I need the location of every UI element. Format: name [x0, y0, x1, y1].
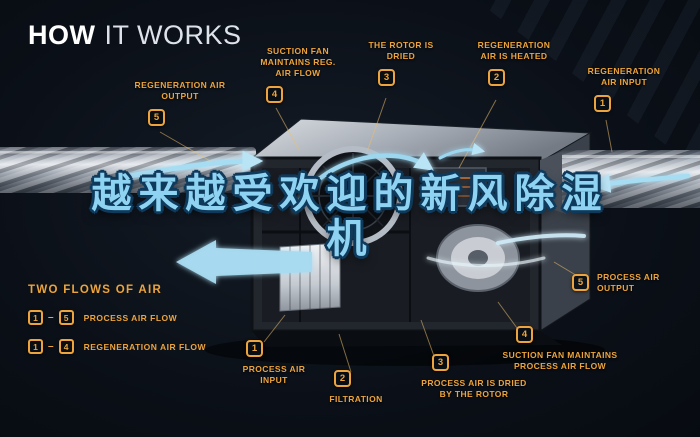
callout-label: PROCESS AIR OUTPUT — [597, 272, 660, 294]
overlay-line2: 机 — [326, 216, 374, 261]
callout-label: REGENERATION AIR INPUT — [587, 66, 661, 88]
callout-label: THE ROTOR IS DRIED — [368, 40, 434, 62]
callout-rotor-dried: THE ROTOR IS DRIED 3 — [364, 40, 438, 87]
step-badge-2: 2 — [334, 370, 351, 387]
step-badge-3: 3 — [378, 69, 395, 87]
heater-box — [429, 167, 487, 207]
legend-badge-to: 5 — [58, 310, 74, 325]
step-badge-1: 1 — [594, 95, 611, 113]
callout-label: SUCTION FAN MAINTAINS PROCESS AIR FLOW — [502, 350, 618, 372]
callout-process-air-input: 1 PROCESS AIR INPUT — [232, 340, 316, 386]
title-how: HOW — [28, 20, 96, 50]
callout-label: REGENERATION AIR IS HEATED — [477, 40, 551, 62]
title-it-works: IT WORKS — [104, 20, 242, 50]
legend-badge-from: 1 — [28, 339, 43, 354]
callout-regeneration-air-output: REGENERATION AIR OUTPUT 5 — [134, 80, 226, 127]
callout-filtration: 2 FILTRATION — [320, 370, 392, 405]
callout-label: PROCESS AIR IS DRIED BY THE ROTOR — [421, 378, 527, 400]
callout-regeneration-air-heated: REGENERATION AIR IS HEATED 2 — [474, 40, 554, 87]
callout-label: SUCTION FAN MAINTAINS REG. AIR FLOW — [260, 46, 336, 79]
machine-top-panel — [250, 118, 592, 163]
legend-label: REGENERATION AIR FLOW — [83, 341, 206, 352]
callout-label: FILTRATION — [329, 394, 383, 404]
leader-lines — [159, 97, 613, 373]
legend-title: TWO FLOWS OF AIR — [28, 284, 163, 296]
process-air-ribbon-arrow — [176, 240, 312, 284]
legend-label: PROCESS AIR FLOW — [83, 312, 178, 323]
legend-two-flows: TWO FLOWS OF AIR 1 – 5 PROCESS AIR FLOW … — [28, 284, 206, 354]
step-badge-5: 5 — [572, 274, 589, 291]
callout-suction-fan-process: 4 SUCTION FAN MAINTAINS PROCESS AIR FLOW — [502, 326, 618, 372]
overlay-line1: 越来越受欢迎的新风除湿 — [91, 172, 609, 216]
step-badge-1: 1 — [246, 340, 263, 357]
left-duct — [0, 147, 256, 193]
machine-base — [252, 331, 562, 347]
callout-regeneration-air-input: REGENERATION AIR INPUT 1 — [580, 66, 668, 113]
callout-suction-fan-reg: SUCTION FAN MAINTAINS REG. AIR FLOW 4 — [252, 46, 344, 104]
page-title: HOW IT WORKS — [28, 20, 242, 51]
callout-label: PROCESS AIR INPUT — [242, 364, 306, 386]
step-badge-4: 4 — [516, 326, 533, 343]
step-badge-5: 5 — [148, 109, 165, 127]
callout-process-air-dried: 3 PROCESS AIR IS DRIED BY THE ROTOR — [418, 354, 530, 400]
chinese-overlay-title: 越来越受欢迎的新风除湿 机 — [0, 172, 700, 262]
legend-row-regeneration: 1 – 4 REGENERATION AIR FLOW — [28, 339, 206, 354]
legend-row-process: 1 – 5 PROCESS AIR FLOW — [28, 310, 206, 325]
callout-label: REGENERATION AIR OUTPUT — [134, 80, 226, 102]
legend-dash: – — [48, 341, 54, 352]
step-badge-4: 4 — [266, 86, 283, 104]
legend-badge-to: 4 — [58, 339, 74, 354]
airflow-arrows — [115, 142, 691, 284]
step-badge-2: 2 — [488, 69, 505, 87]
step-badge-3: 3 — [432, 354, 449, 371]
legend-badge-from: 1 — [28, 310, 43, 325]
callout-process-air-output: 5 PROCESS AIR OUTPUT — [572, 272, 674, 294]
legend-dash: – — [48, 312, 54, 323]
